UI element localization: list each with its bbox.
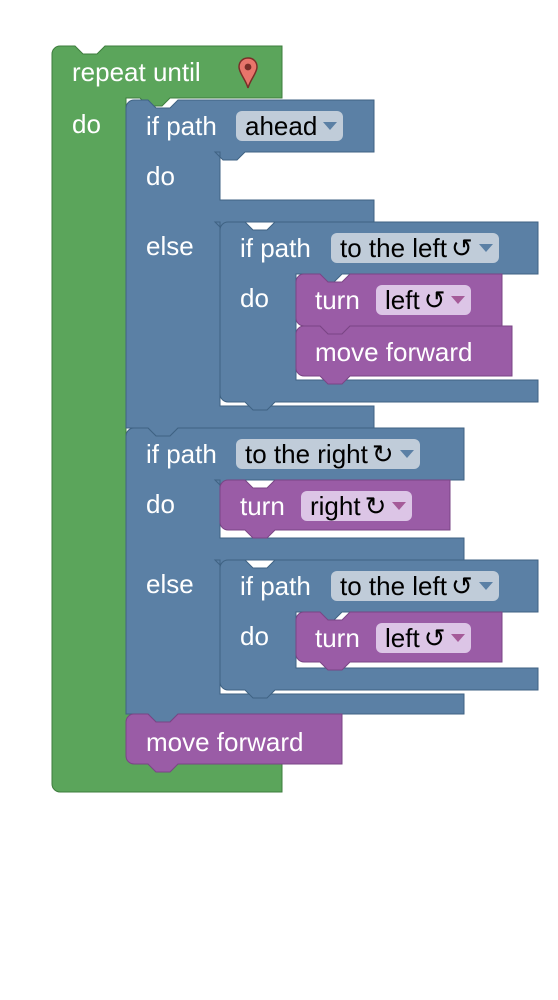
rotate-right-icon: ↻ <box>364 491 387 521</box>
path-direction-dropdown-left-1[interactable]: to the left↺ <box>331 233 499 263</box>
rotate-left-icon: ↺ <box>423 285 446 315</box>
repeat-until-block[interactable] <box>51 45 283 793</box>
if-ahead-else-label: else <box>146 231 194 261</box>
chevron-down-icon <box>451 296 466 305</box>
dropdown-value: to the right <box>245 439 368 469</box>
chevron-down-icon <box>323 122 338 131</box>
move-forward-1-label: move forward <box>315 337 473 367</box>
chevron-down-icon <box>392 502 407 511</box>
if-right-do-label: do <box>146 489 175 519</box>
if-ahead-label: if path <box>146 111 217 141</box>
repeat-until-label: repeat until <box>72 57 201 87</box>
move-forward-2-label: move forward <box>146 727 304 757</box>
dropdown-value: to the left <box>340 571 447 601</box>
path-direction-dropdown-ahead[interactable]: ahead <box>236 111 344 141</box>
repeat-do-label: do <box>72 109 101 139</box>
chevron-down-icon <box>399 450 414 459</box>
if-left-1-do-label: do <box>240 283 269 313</box>
chevron-down-icon <box>451 634 466 643</box>
map-marker-icon <box>238 57 258 89</box>
dropdown-value: left <box>385 285 420 315</box>
if-right-block[interactable] <box>125 427 465 723</box>
dropdown-value: to the left <box>340 233 447 263</box>
turn-left-1-label: turn <box>315 285 360 315</box>
move-forward-block-1[interactable] <box>295 325 513 385</box>
if-left-2-do-label: do <box>240 621 269 651</box>
path-direction-dropdown-right[interactable]: to the right↻ <box>236 439 420 469</box>
if-ahead-do-label: do <box>146 161 175 191</box>
turn-direction-dropdown-right[interactable]: right↻ <box>301 491 413 521</box>
dropdown-value: left <box>385 623 420 653</box>
chevron-down-icon <box>478 244 493 253</box>
if-right-label: if path <box>146 439 217 469</box>
dropdown-value: right <box>310 491 361 521</box>
move-forward-block-2[interactable] <box>125 713 343 773</box>
path-direction-dropdown-left-2[interactable]: to the left↺ <box>331 571 499 601</box>
if-left-2-label: if path <box>240 571 311 601</box>
dropdown-value: ahead <box>245 111 318 141</box>
chevron-down-icon <box>478 582 493 591</box>
if-right-else-label: else <box>146 569 194 599</box>
turn-right-label: turn <box>240 491 285 521</box>
rotate-left-icon: ↺ <box>450 571 473 601</box>
turn-left-2-label: turn <box>315 623 360 653</box>
rotate-right-icon: ↻ <box>371 439 394 469</box>
if-left-1-label: if path <box>240 233 311 263</box>
turn-direction-dropdown-left-1[interactable]: left↺ <box>376 285 472 315</box>
rotate-left-icon: ↺ <box>423 623 446 653</box>
rotate-left-icon: ↺ <box>450 233 473 263</box>
turn-direction-dropdown-left-2[interactable]: left↺ <box>376 623 472 653</box>
